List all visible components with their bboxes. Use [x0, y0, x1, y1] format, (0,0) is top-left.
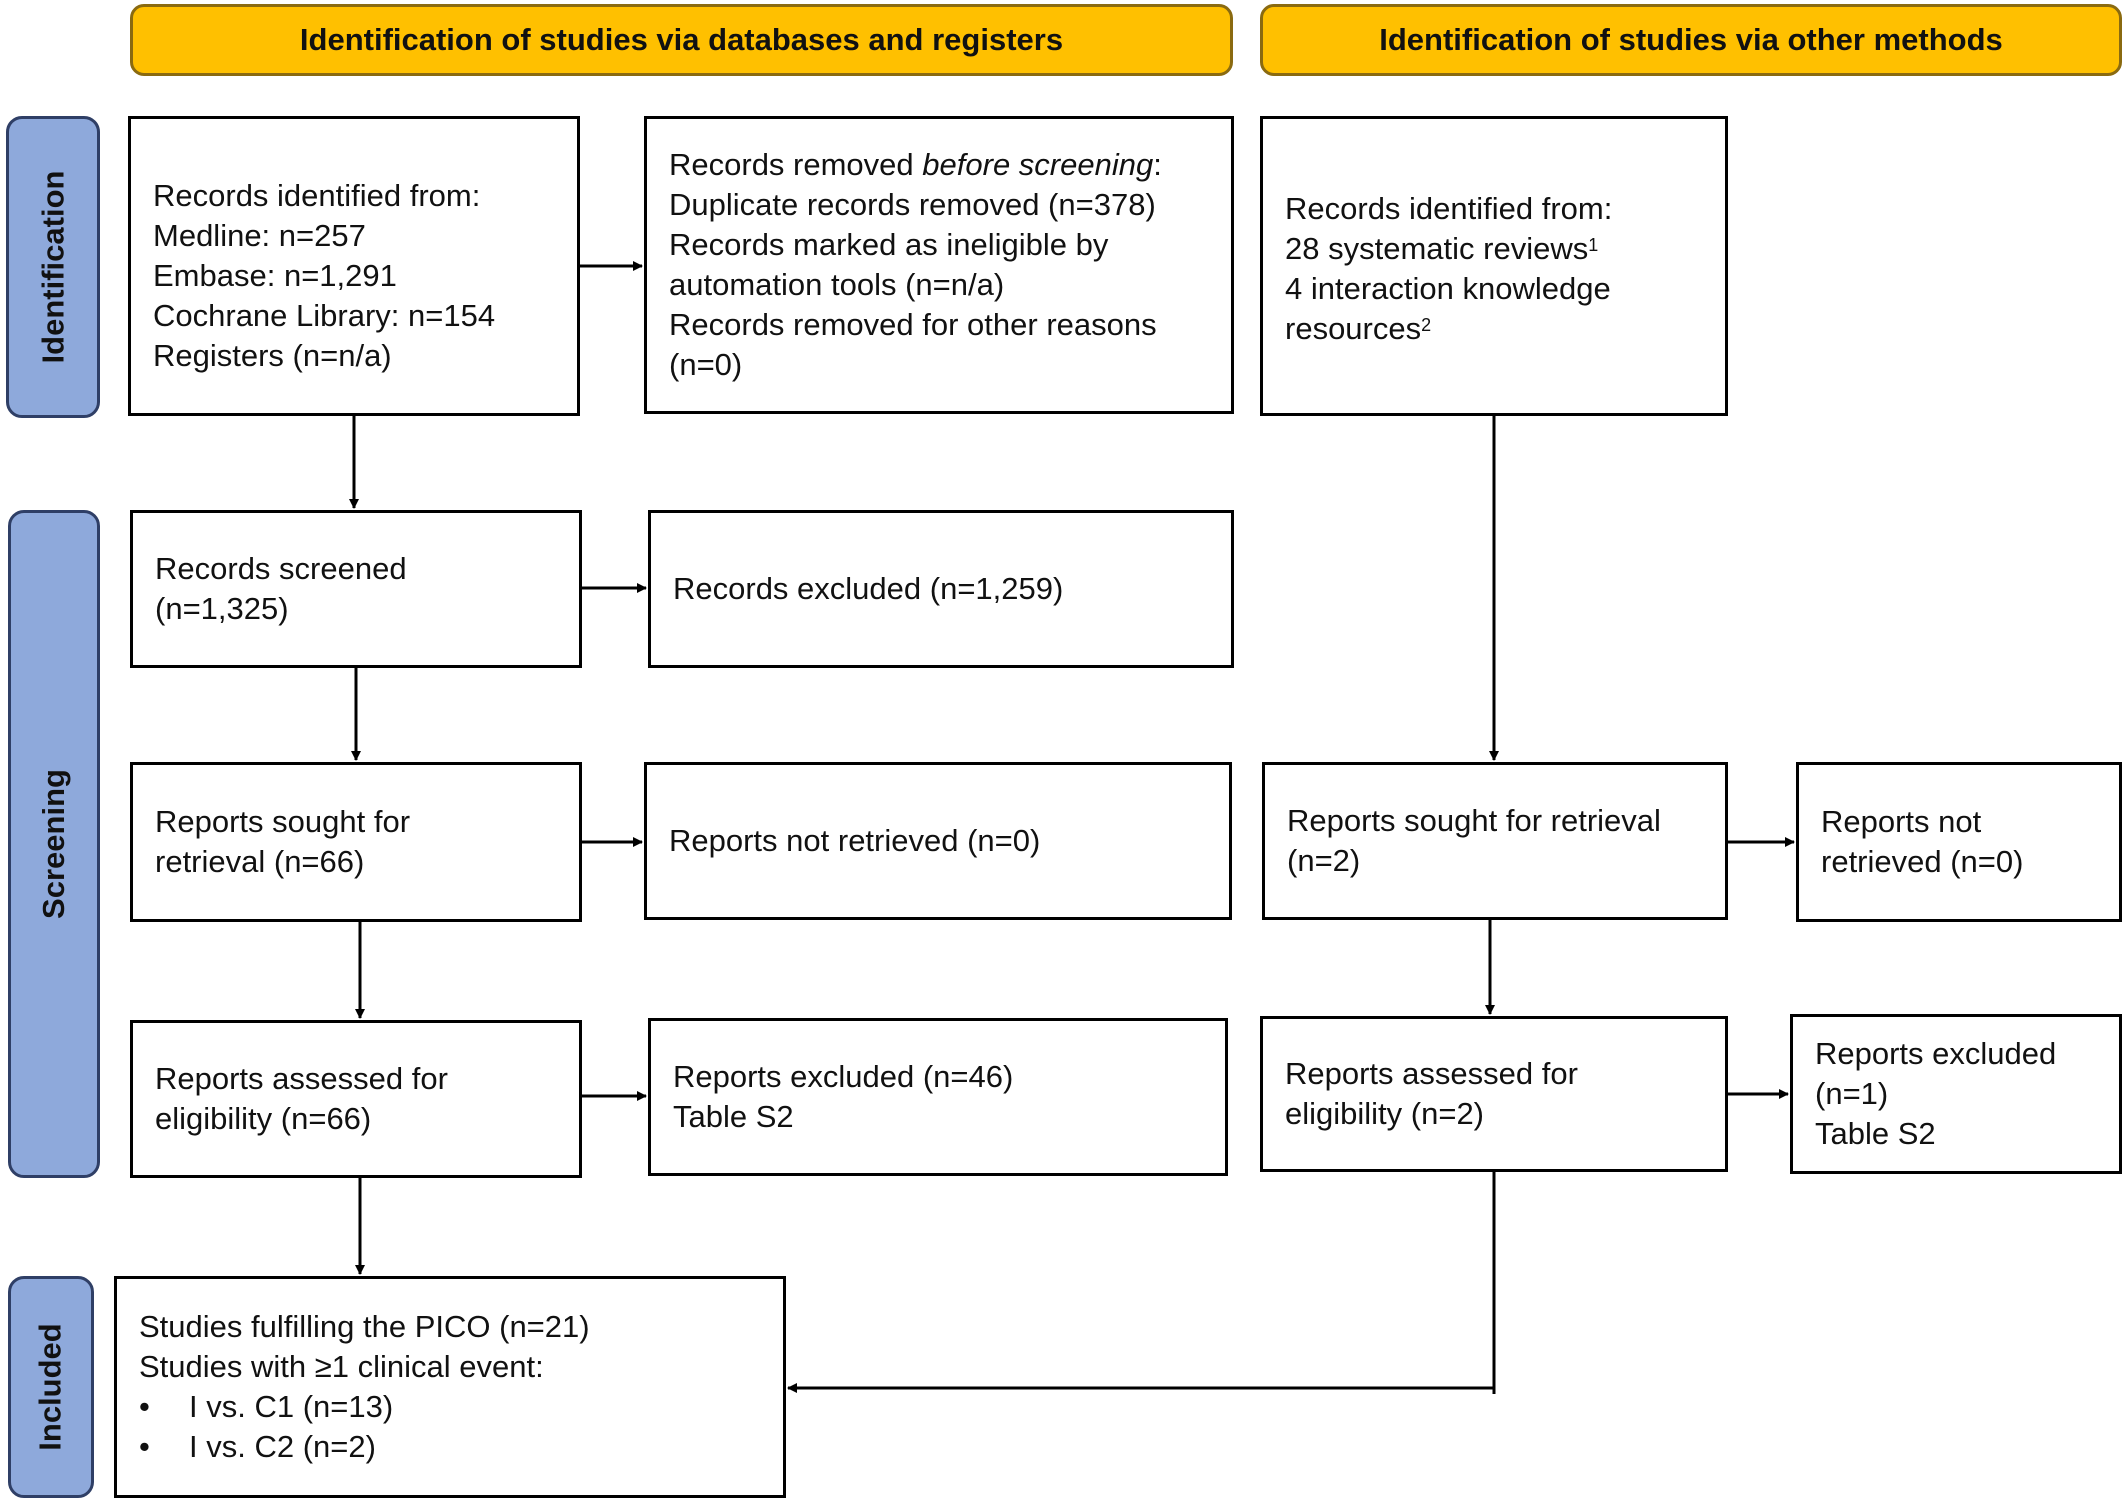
reports-sought-line-1: Reports sought for — [155, 804, 411, 839]
studies-included-box: Studies fulfilling the PICO (n=21) Studi… — [114, 1276, 786, 1498]
reports-sought-line-2: retrieval (n=66) — [155, 844, 365, 879]
other-reasons-line-2: (n=0) — [669, 347, 743, 382]
reports-not-retrieved-box: Reports not retrieved (n=0) — [644, 762, 1232, 920]
other-reports-excluded-line-1: Reports excluded — [1815, 1036, 2057, 1071]
other-reports-assessed-box: Reports assessed for eligibility (n=2) — [1260, 1016, 1728, 1172]
header-databases-label: Identification of studies via databases … — [299, 22, 1064, 57]
records-removed-box: Records removed before screening: Duplic… — [644, 116, 1234, 414]
records-screened-line-2: (n=1,325) — [155, 591, 289, 626]
registers-count: Registers (n=n/a) — [153, 338, 392, 373]
reports-assessed-box: Reports assessed for eligibility (n=66) — [130, 1020, 582, 1178]
other-reports-assessed-line-1: Reports assessed for — [1285, 1056, 1578, 1091]
reports-excluded-box: Reports excluded (n=46) Table S2 — [648, 1018, 1228, 1176]
phase-included: Included — [8, 1276, 94, 1498]
other-reports-assessed-line-2: eligibility (n=2) — [1285, 1096, 1485, 1131]
footnote-2: 2 — [1421, 315, 1432, 335]
other-records-identified-box: Records identified from: 28 systematic r… — [1260, 116, 1728, 416]
records-screened-box: Records screened (n=1,325) — [130, 510, 582, 668]
studies-included-line-1: Studies fulfilling the PICO (n=21) — [139, 1309, 590, 1344]
duplicates-removed: Duplicate records removed (n=378) — [669, 187, 1156, 222]
knowledge-resources-line-1: 4 interaction knowledge — [1285, 271, 1611, 306]
reports-not-retrieved-label: Reports not retrieved (n=0) — [669, 823, 1041, 858]
before-screening-italic: before screening — [922, 147, 1154, 182]
reports-sought-box: Reports sought for retrieval (n=66) — [130, 762, 582, 922]
embase-count: Embase: n=1,291 — [153, 258, 397, 293]
automation-line-2: automation tools (n=n/a) — [669, 267, 1005, 302]
other-reports-excluded-line-3: Table S2 — [1815, 1116, 1936, 1151]
records-screened-line-1: Records screened — [155, 551, 407, 586]
records-excluded-label: Records excluded (n=1,259) — [673, 571, 1064, 606]
automation-line-1: Records marked as ineligible by — [669, 227, 1109, 262]
other-reports-not-retrieved-line-2: retrieved (n=0) — [1821, 844, 2024, 879]
comparison-item-1: •I vs. C1 (n=13) — [139, 1389, 394, 1424]
other-reports-not-retrieved-line-1: Reports not — [1821, 804, 1982, 839]
phase-screening: Screening — [8, 510, 100, 1178]
footnote-1: 1 — [1588, 235, 1599, 255]
header-other-methods: Identification of studies via other meth… — [1260, 4, 2122, 76]
reports-assessed-line-1: Reports assessed for — [155, 1061, 448, 1096]
reports-excluded-line-2: Table S2 — [673, 1099, 794, 1134]
reports-assessed-line-2: eligibility (n=66) — [155, 1101, 372, 1136]
records-identified-box: Records identified from: Medline: n=257 … — [128, 116, 580, 416]
reports-excluded-line-1: Reports excluded (n=46) — [673, 1059, 1014, 1094]
other-reports-sought-line-2: (n=2) — [1287, 843, 1361, 878]
header-databases: Identification of studies via databases … — [130, 4, 1233, 76]
other-records-identified-title: Records identified from: — [1285, 191, 1613, 226]
records-removed-title: Records removed before screening: — [669, 147, 1162, 182]
other-reports-sought-box: Reports sought for retrieval (n=2) — [1262, 762, 1728, 920]
medline-count: Medline: n=257 — [153, 218, 366, 253]
comparison-item-2: •I vs. C2 (n=2) — [139, 1429, 376, 1464]
other-reports-excluded-box: Reports excluded (n=1) Table S2 — [1790, 1014, 2122, 1174]
systematic-reviews-count: 28 systematic reviews1 — [1285, 231, 1599, 266]
other-reports-not-retrieved-box: Reports not retrieved (n=0) — [1796, 762, 2122, 922]
records-identified-title: Records identified from: — [153, 178, 481, 213]
other-reasons-line-1: Records removed for other reasons — [669, 307, 1157, 342]
other-reports-excluded-line-2: (n=1) — [1815, 1076, 1889, 1111]
cochrane-count: Cochrane Library: n=154 — [153, 298, 496, 333]
records-excluded-box: Records excluded (n=1,259) — [648, 510, 1234, 668]
studies-included-line-2: Studies with ≥1 clinical event: — [139, 1349, 544, 1384]
phase-identification: Identification — [6, 116, 100, 418]
other-reports-sought-line-1: Reports sought for retrieval — [1287, 803, 1661, 838]
header-other-methods-label: Identification of studies via other meth… — [1379, 22, 2003, 57]
knowledge-resources-line-2: resources2 — [1285, 311, 1432, 346]
